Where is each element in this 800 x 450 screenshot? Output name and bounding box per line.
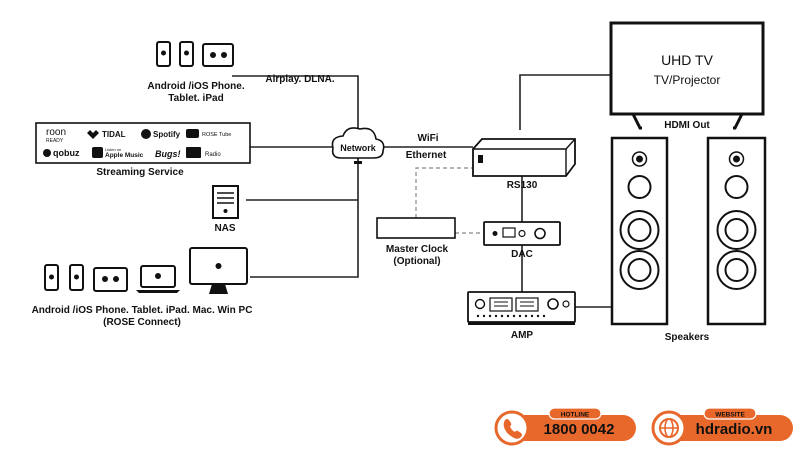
streaming-service-label: Streaming Service	[96, 167, 184, 178]
iphone-icon	[179, 41, 194, 67]
computer-devices	[44, 247, 248, 294]
line-rs130-to-tv	[519, 74, 610, 130]
streaming-service-box: roon READY TIDAL Spotify ROSE Tube qobuz…	[35, 122, 251, 164]
qobuz-icon	[43, 149, 51, 157]
bugs-logo-text: Bugs!	[155, 149, 181, 159]
tablet-icon	[202, 43, 234, 67]
speaker-right-icon	[706, 136, 767, 326]
hotline-label: HOTLINE	[561, 412, 590, 419]
phone-icon	[494, 410, 530, 446]
hotline-badge[interactable]: HOTLINE 1800 0042	[494, 407, 636, 446]
tv-label-line1: UHD TV	[661, 52, 714, 68]
website-value: hdradio.vn	[696, 421, 773, 438]
website-tab	[703, 407, 757, 420]
master-clock-label-line2: (Optional)	[393, 256, 440, 267]
network-label: Network	[340, 143, 377, 153]
hdmi-out-label: HDMI Out	[664, 120, 710, 131]
tv-device	[609, 21, 765, 130]
wifi-label: WiFi	[417, 133, 438, 144]
computers-label-line1: Android /iOS Phone. Tablet. iPad. Mac. W…	[32, 305, 253, 316]
hotline-pill	[498, 415, 636, 441]
hotline-tab	[548, 407, 602, 420]
website-pill	[655, 415, 793, 441]
rose-tube-text: ROSE Tube	[202, 132, 231, 138]
mobile-devices-top	[156, 41, 234, 67]
streaming-box-frame	[35, 122, 251, 164]
master-clock-label-line1: Master Clock	[386, 244, 449, 255]
iphone-icon	[69, 264, 84, 291]
website-badge[interactable]: WEBSITE hdradio.vn	[651, 407, 793, 446]
mobile-top-label-line1: Android /iOS Phone.	[147, 81, 244, 92]
cloud-icon	[331, 127, 385, 159]
rs130-device	[472, 138, 576, 177]
phone-handset-shape	[503, 419, 522, 439]
tidal-icon	[87, 130, 99, 139]
airplay-dlna-label: Airplay. DLNA.	[265, 74, 334, 85]
laptop-icon	[136, 265, 180, 293]
tv-label-line2: TV/Projector	[654, 73, 721, 87]
amp-device	[467, 291, 576, 325]
line-clock-to-rs130	[415, 167, 473, 218]
android-phone-icon	[156, 41, 171, 67]
apple-music-small-text: Listen on	[105, 147, 121, 152]
dac-label: DAC	[511, 249, 533, 260]
rose-tube-icon	[186, 129, 199, 138]
tidal-logo-text: TIDAL	[102, 130, 126, 139]
ethernet-label: Ethernet	[406, 150, 447, 161]
line-bus-to-computers	[250, 162, 359, 278]
mobile-top-label-line2: Tablet. iPad	[168, 93, 223, 104]
tablet-icon	[93, 267, 128, 292]
speaker-left-icon	[610, 136, 669, 326]
nas-label: NAS	[214, 223, 235, 234]
spotify-icon	[141, 129, 151, 139]
roon-logo-text: roon	[46, 127, 66, 138]
master-clock-device	[376, 217, 456, 239]
line-mobile-to-network	[232, 75, 359, 130]
rs130-label: RS130	[507, 180, 538, 191]
nas-icon	[212, 185, 239, 219]
roon-ready-text: READY	[46, 138, 64, 144]
apple-music-icon	[92, 147, 103, 158]
speakers-label: Speakers	[665, 332, 710, 343]
desktop-monitor-icon	[189, 247, 248, 294]
qobuz-logo-text: qobuz	[53, 148, 80, 158]
amp-label: AMP	[511, 330, 534, 341]
computers-label-line2: (ROSE Connect)	[103, 317, 181, 328]
apple-music-text: Apple Music	[105, 152, 144, 159]
spotify-logo-text: Spotify	[153, 130, 181, 139]
connection-lines	[232, 74, 612, 308]
website-label: WEBSITE	[715, 412, 745, 419]
network-node: Network	[331, 127, 385, 164]
hotline-value: 1800 0042	[544, 421, 615, 438]
radio-text: Radio	[205, 152, 221, 158]
dac-device	[483, 221, 561, 246]
radio-icon	[186, 147, 201, 158]
android-phone-icon	[44, 264, 59, 291]
